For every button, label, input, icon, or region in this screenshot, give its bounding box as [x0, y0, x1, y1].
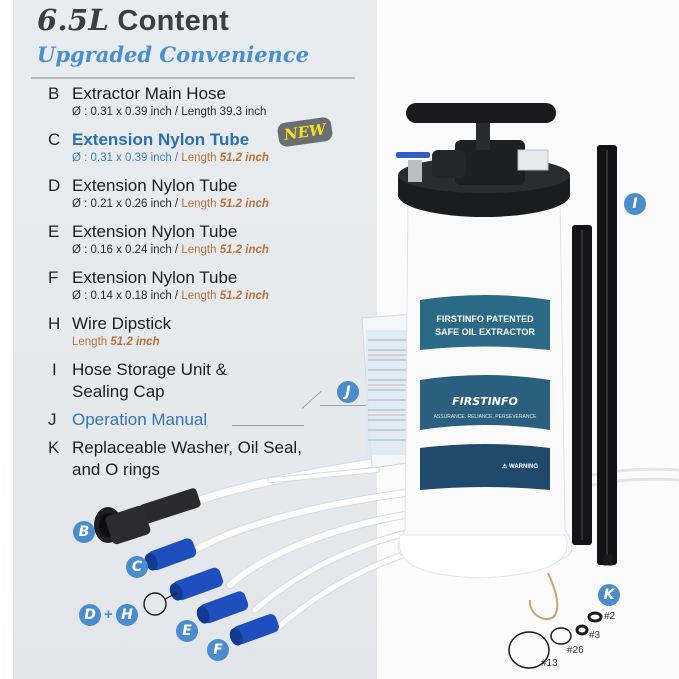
item-name: Replaceable Washer, Oil Seal,	[72, 438, 302, 457]
item-name: Extractor Main Hose	[72, 84, 226, 103]
item-name-line2: and O rings	[72, 460, 160, 479]
hose-storage-tubes	[572, 145, 617, 565]
item-letter: K	[48, 438, 60, 457]
callout-badge-b: B	[73, 521, 95, 543]
item-name: Extension Nylon Tube	[72, 130, 250, 149]
divider	[31, 77, 355, 79]
item-spec: Ø : 0.14 x 0.18 inch / Length 51.2 inch	[72, 290, 269, 302]
item-spec: Ø : 0.31 x 0.39 inch / Length 39.3 inch	[72, 106, 267, 118]
callout-badge-c: C	[126, 556, 148, 578]
callout-badge-e: E	[176, 620, 198, 642]
item-name-line2: Sealing Cap	[72, 382, 165, 401]
callout-badge-k: K	[598, 584, 620, 606]
part-number-3: #3	[589, 630, 601, 641]
manual-callout-line	[232, 425, 304, 426]
item-name: Operation Manual	[72, 410, 208, 429]
callout-badge-d: D	[79, 604, 101, 626]
item-letter: B	[48, 84, 60, 103]
item-spec: Ø : 0.21 x 0.26 inch / Length 51.2 inch	[72, 198, 269, 210]
item-letter: E	[48, 222, 60, 241]
main-hose-fitting	[94, 488, 201, 545]
operation-manual	[361, 313, 415, 469]
tube-connectors	[143, 538, 279, 646]
callout-badge-h: H	[116, 604, 138, 626]
item-name: Extension Nylon Tube	[72, 222, 238, 241]
item-name: Extension Nylon Tube	[72, 268, 238, 287]
page-subtitle: Upgraded Convenience	[37, 42, 309, 67]
extractor-body: FIRSTINFO PATENTED SAFE OIL EXTRACTOR FI…	[396, 103, 573, 579]
capacity-text: 6.5L	[37, 3, 110, 37]
svg-text:⚠ WARNING: ⚠ WARNING	[502, 463, 538, 470]
item-name: Hose Storage Unit &	[72, 360, 227, 379]
svg-text:SAFE OIL EXTRACTOR: SAFE OIL EXTRACTOR	[435, 327, 535, 337]
page-title: 6.5L Content	[37, 3, 229, 38]
label-patented	[420, 295, 550, 350]
item-name: Extension Nylon Tube	[72, 176, 238, 195]
part-number-13: #13	[541, 658, 558, 669]
item-letter: H	[48, 314, 61, 333]
svg-text:FIRSTINFO: FIRSTINFO	[452, 395, 518, 408]
item-letter: D	[48, 176, 61, 195]
item-spec: Length 51.2 inch	[72, 336, 160, 348]
label-warning	[420, 444, 550, 490]
item-spec: Ø : 0.31 x 0.39 inch / Length 51.2 inch	[72, 152, 269, 164]
part-number-2: #2	[604, 611, 616, 622]
item-spec: Ø : 0.16 x 0.24 inch / Length 51.2 inch	[72, 244, 269, 256]
item-letter: I	[52, 360, 57, 379]
manual-callout-line	[320, 405, 366, 406]
item-letter: C	[48, 130, 61, 149]
seals-and-rings	[508, 554, 613, 669]
item-letter: F	[48, 268, 59, 287]
title-rest: Content	[109, 5, 230, 37]
callout-badge-f: F	[207, 639, 229, 661]
item-name: Wire Dipstick	[72, 314, 172, 333]
svg-text:FIRSTINFO PATENTED: FIRSTINFO PATENTED	[436, 314, 534, 324]
svg-text:ASSURANCE. RELIANCE. PERSEVERA: ASSURANCE. RELIANCE. PERSEVERANCE	[434, 414, 537, 420]
callout-badge-j: J	[337, 381, 359, 403]
plus-sign: +	[104, 606, 113, 623]
part-number-26: #26	[567, 645, 584, 656]
item-letter: J	[48, 410, 57, 429]
callout-badge-i: I	[624, 193, 646, 215]
label-brand	[420, 375, 550, 430]
